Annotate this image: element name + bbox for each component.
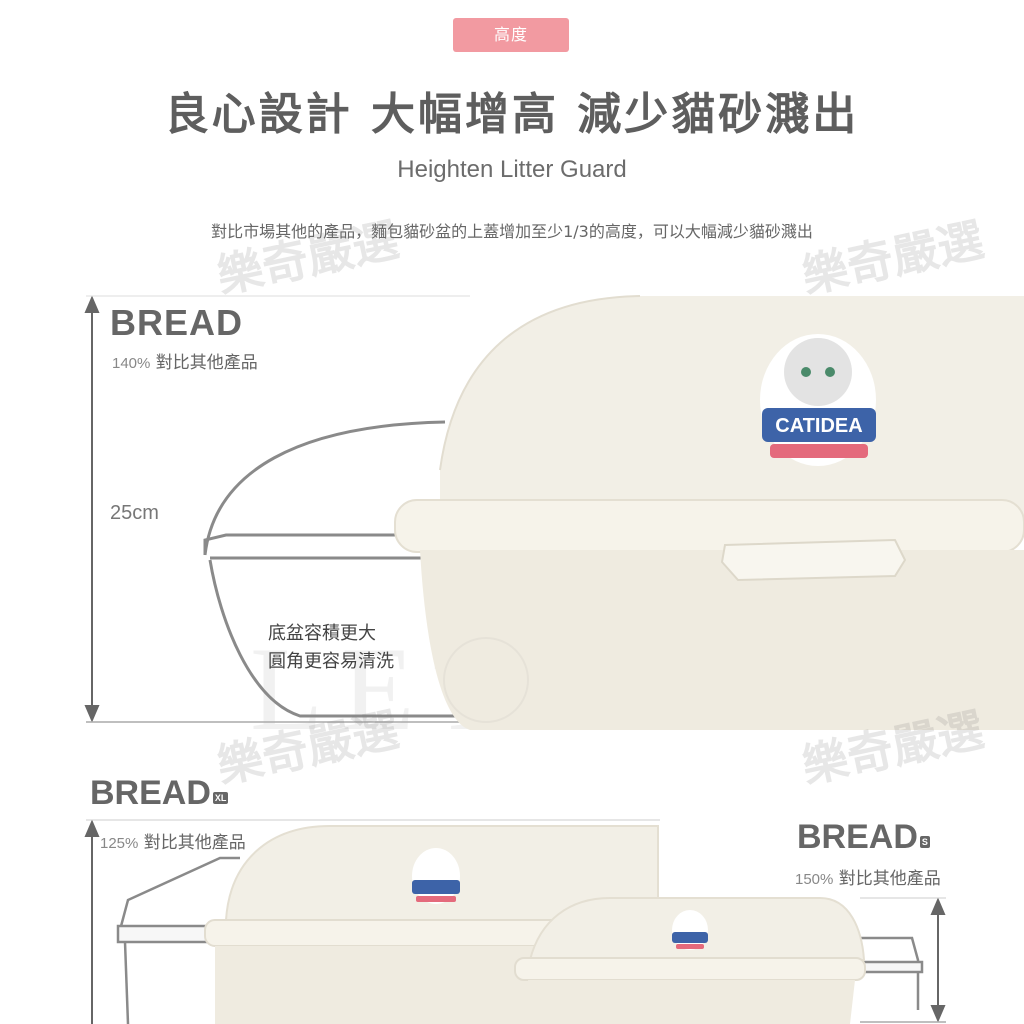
xl-compare-text: 對比其他產品 xyxy=(143,833,246,853)
main-percent-value: 140% xyxy=(112,355,151,372)
main-feature-note: 底盆容積更大 圓角更容易清洗 xyxy=(268,620,394,676)
note-line: 底盆容積更大 xyxy=(268,623,376,644)
page-subtitle: Heighten Litter Guard xyxy=(397,156,627,183)
page-description: 對比市場其他的產品，麵包貓砂盆的上蓋增加至少1/3的高度，可以大幅減少貓砂濺出 xyxy=(211,222,813,241)
bread-s-litter-box xyxy=(514,897,866,1024)
main-brand-title: BREAD xyxy=(110,302,244,343)
s-brand-text: BREAD xyxy=(797,818,918,856)
s-dimension-line xyxy=(930,897,946,1023)
note-line: 圓角更容易清洗 xyxy=(268,651,394,672)
s-compare-text: 對比其他產品 xyxy=(838,869,941,889)
main-percent-label: 140% 對比其他產品 xyxy=(112,348,258,373)
logo-text: CATIDEA xyxy=(775,415,862,437)
xl-brand-text: BREAD xyxy=(90,774,211,812)
catidea-logo: CATIDEA xyxy=(760,334,876,466)
bread-litter-box xyxy=(394,295,1024,730)
s-competitor-outline xyxy=(858,936,924,1010)
xl-dimension-line xyxy=(84,819,100,1024)
xl-percent-value: 125% xyxy=(100,835,139,852)
main-height-label: 25cm xyxy=(110,502,159,524)
s-percent-label: 150% 對比其他產品 xyxy=(795,864,941,889)
competitor-box-outline xyxy=(203,420,470,718)
s-size-badge: S xyxy=(919,836,930,848)
section-tag: 高度 xyxy=(453,18,569,52)
page-headline: 良心設計 大幅增高 減少貓砂濺出 xyxy=(164,89,860,140)
xl-size-badge: XL xyxy=(212,792,229,804)
bread-xl-litter-box xyxy=(204,825,661,1024)
height-dimension-line xyxy=(84,295,100,723)
s-percent-value: 150% xyxy=(795,871,834,888)
xl-percent-label: 125% 對比其他產品 xyxy=(100,828,246,853)
main-compare-text: 對比其他產品 xyxy=(155,353,258,373)
